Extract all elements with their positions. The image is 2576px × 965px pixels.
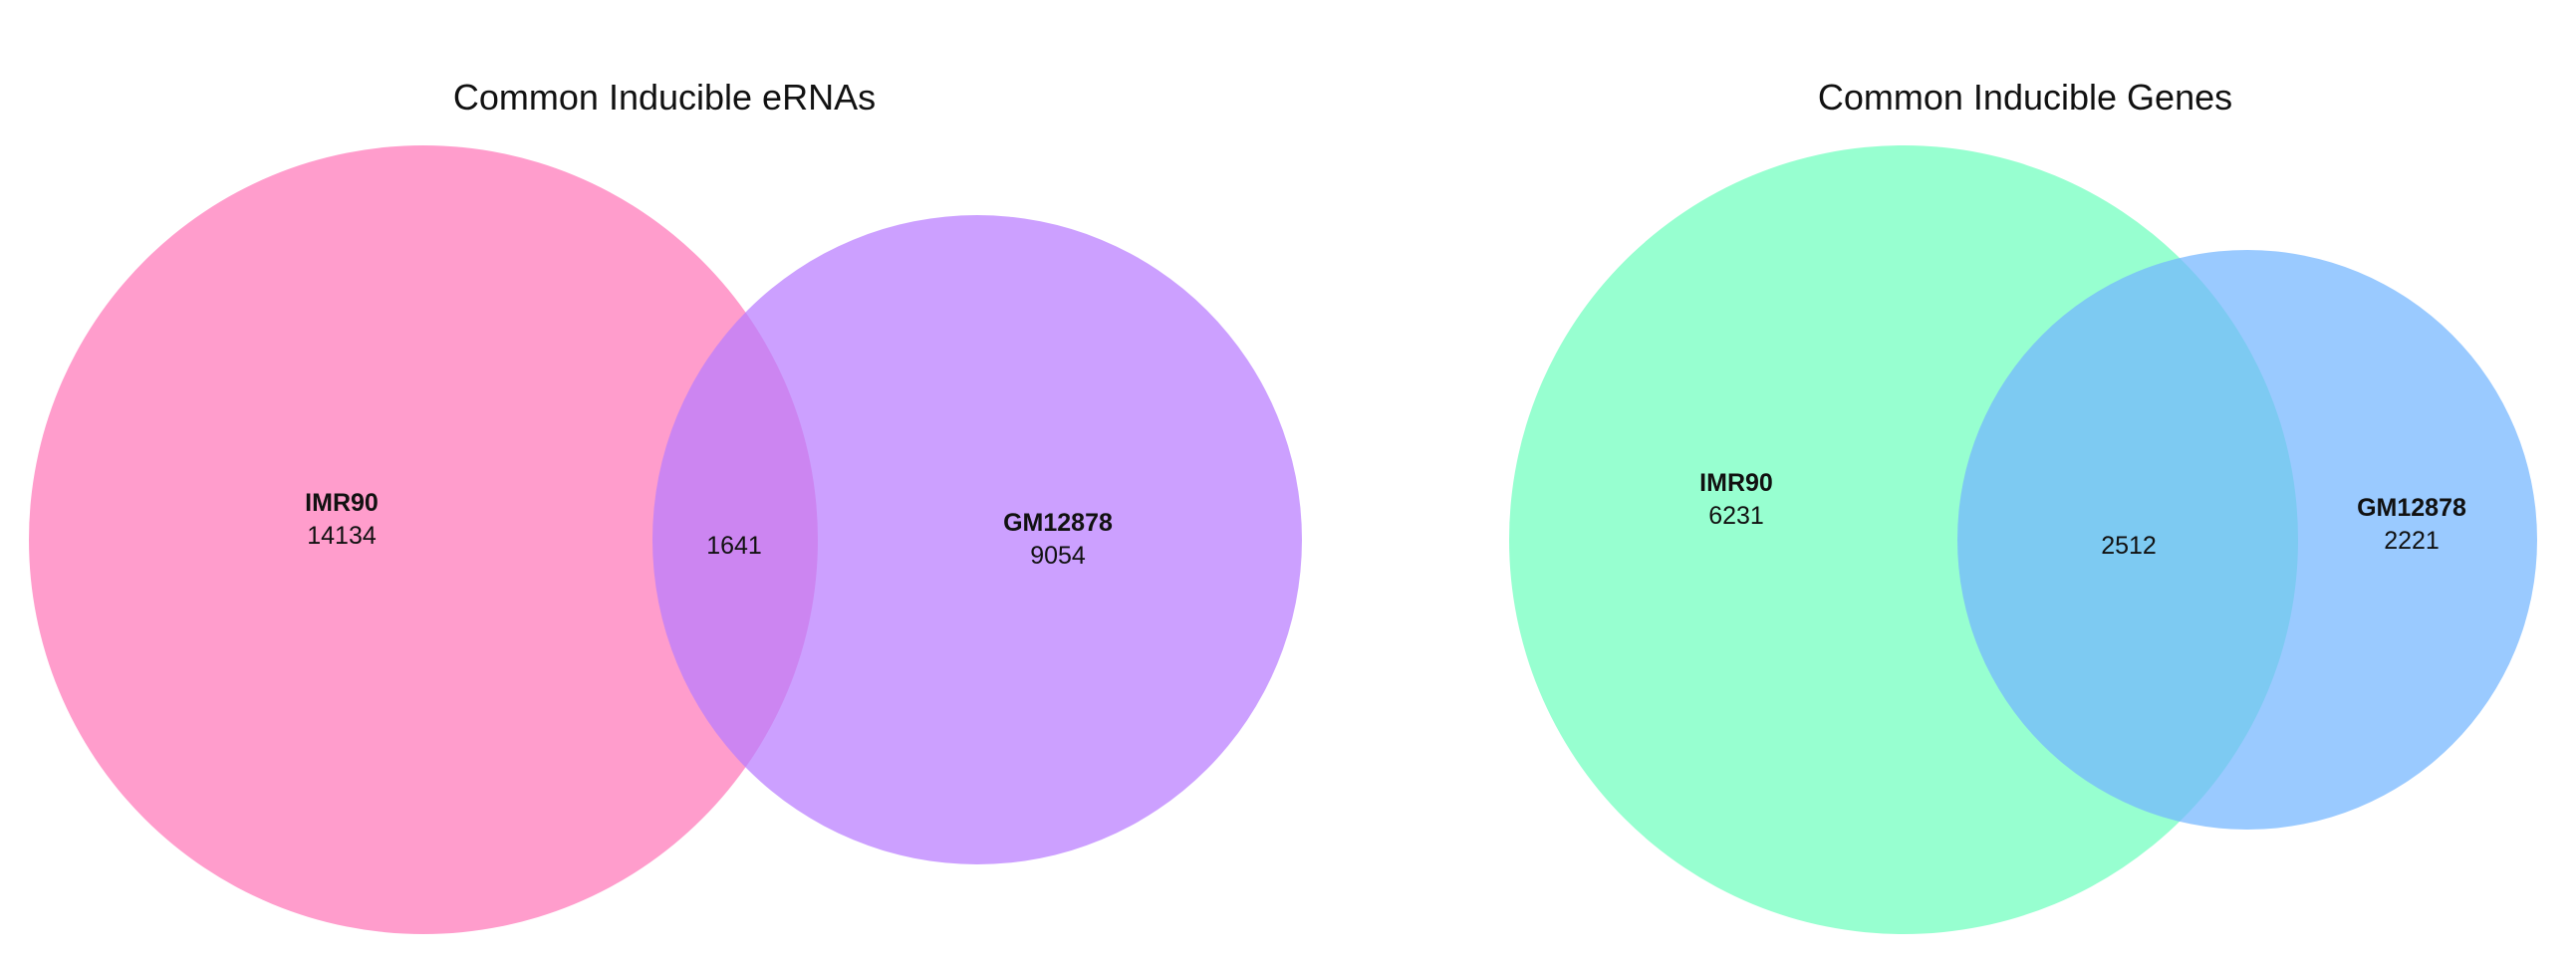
genes-overlap-count: 2512 <box>2101 532 2157 560</box>
venn-genes: Common Inducible Genes IMR90 6231 2512 G… <box>1509 77 2537 934</box>
gm12878-genes-only-count: 2221 <box>2384 527 2440 555</box>
gm12878-genes-circle <box>1957 250 2537 830</box>
imr90-erna-label: IMR90 <box>305 489 379 517</box>
gm12878-genes-label: GM12878 <box>2357 494 2466 522</box>
imr90-genes-only-count: 6231 <box>1708 502 1764 530</box>
gm12878-erna-label: GM12878 <box>1003 509 1113 537</box>
gm12878-erna-only-count: 9054 <box>1030 542 1086 570</box>
gm12878-erna-circle <box>652 215 1302 864</box>
imr90-erna-only-count: 14134 <box>307 522 377 550</box>
imr90-genes-label: IMR90 <box>1699 469 1773 497</box>
imr90-erna-circle <box>29 145 818 934</box>
erna-overlap-count: 1641 <box>706 532 762 560</box>
venn-genes-title: Common Inducible Genes <box>1818 77 2232 118</box>
venn-erna-title: Common Inducible eRNAs <box>453 77 876 118</box>
venn-erna: Common Inducible eRNAs IMR90 14134 1641 … <box>29 77 1302 934</box>
